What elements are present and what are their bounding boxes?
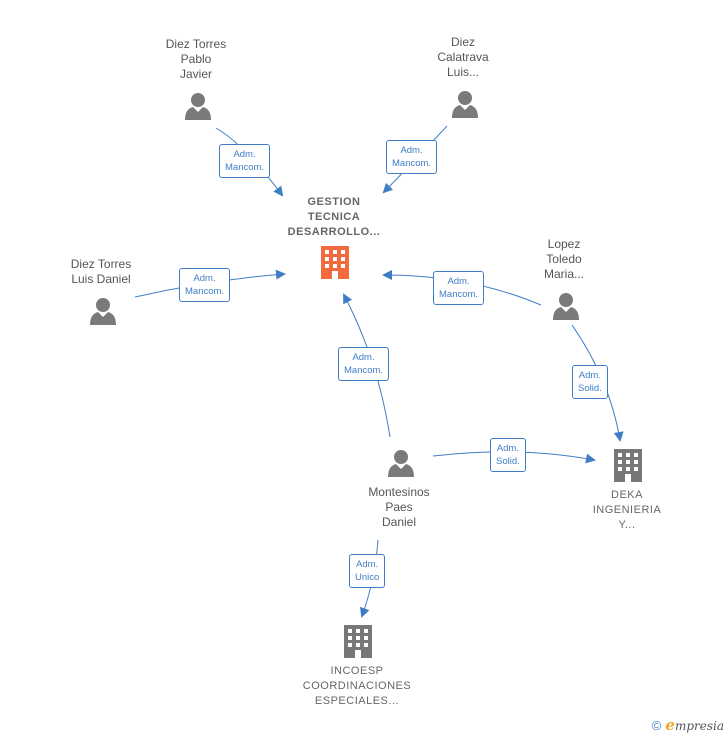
label-line: INGENIERIA	[592, 504, 662, 516]
label-line: Lopez	[547, 237, 581, 251]
label-line: INCOESP	[330, 665, 384, 677]
label-line: ESPECIALES...	[314, 695, 400, 707]
brand-initial: e	[665, 716, 675, 734]
person-label-diez-calatrava[interactable]: Diez Calatrava Luis...	[437, 35, 488, 80]
company-label-deka[interactable]: DEKA INGENIERIA Y...	[593, 488, 662, 533]
brand-logo: empresia	[665, 716, 724, 734]
label-line: DESARROLLO...	[287, 226, 381, 238]
edge-label-line: Mancom.	[344, 365, 384, 376]
edge-label-e6[interactable]: Adm. Solid.	[572, 365, 608, 399]
label-line: COORDINACIONES	[302, 680, 412, 692]
copyright-icon: ©	[651, 717, 662, 733]
brand-name: mpresia	[674, 719, 724, 733]
label-line: Maria...	[543, 267, 585, 281]
edge-label-e5[interactable]: Adm. Mancom.	[338, 347, 390, 381]
label-line: Diez Torres	[70, 257, 132, 271]
edge-label-line: Adm.	[496, 443, 519, 454]
person-label-diez-pablo[interactable]: Diez Torres Pablo Javier	[166, 37, 226, 82]
label-line: Luis Daniel	[71, 272, 131, 286]
edge-label-line: Adm.	[578, 370, 601, 381]
label-line: Y...	[618, 519, 636, 531]
company-label-incoesp[interactable]: INCOESP COORDINACIONES ESPECIALES...	[303, 664, 411, 709]
edge-label-line: Mancom.	[185, 286, 225, 297]
edge-label-e7[interactable]: Adm. Solid.	[490, 438, 526, 472]
building-icon-deka[interactable]	[614, 449, 642, 482]
label-line: Luis...	[446, 65, 480, 79]
person-icon-diez-pablo[interactable]	[185, 93, 211, 120]
edge-label-line: Adm.	[356, 559, 379, 570]
edge-label-line: Mancom.	[392, 158, 432, 169]
label-line: GESTION	[307, 196, 361, 208]
footer-brand[interactable]: © empresia	[652, 716, 724, 734]
person-label-lopez[interactable]: Lopez Toledo Maria...	[544, 237, 584, 282]
person-icon-diez-calatrava[interactable]	[452, 91, 478, 118]
edge-label-line: Adm.	[233, 149, 256, 160]
label-line: Diez	[450, 35, 476, 49]
edge-label-line: Adm.	[447, 276, 470, 287]
label-line: Pablo	[180, 52, 212, 66]
edge-label-e4[interactable]: Adm. Mancom.	[433, 271, 485, 305]
label-line: Daniel	[381, 515, 417, 529]
edge-label-line: Solid.	[496, 456, 520, 467]
label-line: Diez Torres	[165, 37, 227, 51]
edge-label-line: Adm.	[193, 273, 216, 284]
edge-label-e2[interactable]: Adm. Mancom.	[386, 140, 438, 174]
building-icon-gestion[interactable]	[321, 246, 349, 279]
label-line: Paes	[385, 500, 413, 514]
edge-label-e3[interactable]: Adm. Mancom.	[179, 268, 231, 302]
label-line: Toledo	[546, 252, 582, 266]
edge-label-line: Unico	[355, 572, 380, 583]
edge-label-line: Adm.	[400, 145, 423, 156]
label-line: Javier	[179, 67, 212, 81]
person-label-diez-luis[interactable]: Diez Torres Luis Daniel	[71, 257, 131, 287]
edge-label-line: Mancom.	[225, 162, 265, 173]
label-line: Calatrava	[437, 50, 489, 64]
person-label-montesinos[interactable]: Montesinos Paes Daniel	[368, 485, 429, 530]
edge-label-line: Solid.	[578, 383, 602, 394]
label-line: Montesinos	[368, 485, 430, 499]
edge-label-line: Mancom.	[439, 289, 479, 300]
edge-label-e1[interactable]: Adm. Mancom.	[219, 144, 271, 178]
person-icon-diez-luis[interactable]	[90, 298, 116, 325]
label-line: TECNICA	[307, 211, 361, 223]
person-icon-montesinos[interactable]	[388, 450, 414, 477]
edge-label-line: Adm.	[352, 352, 375, 363]
building-icon-incoesp[interactable]	[344, 625, 372, 658]
edge-label-e8[interactable]: Adm. Unico	[349, 554, 386, 588]
company-label-gestion[interactable]: GESTION TECNICA DESARROLLO...	[288, 195, 381, 240]
person-icon-lopez[interactable]	[553, 293, 579, 320]
label-line: DEKA	[611, 489, 643, 501]
